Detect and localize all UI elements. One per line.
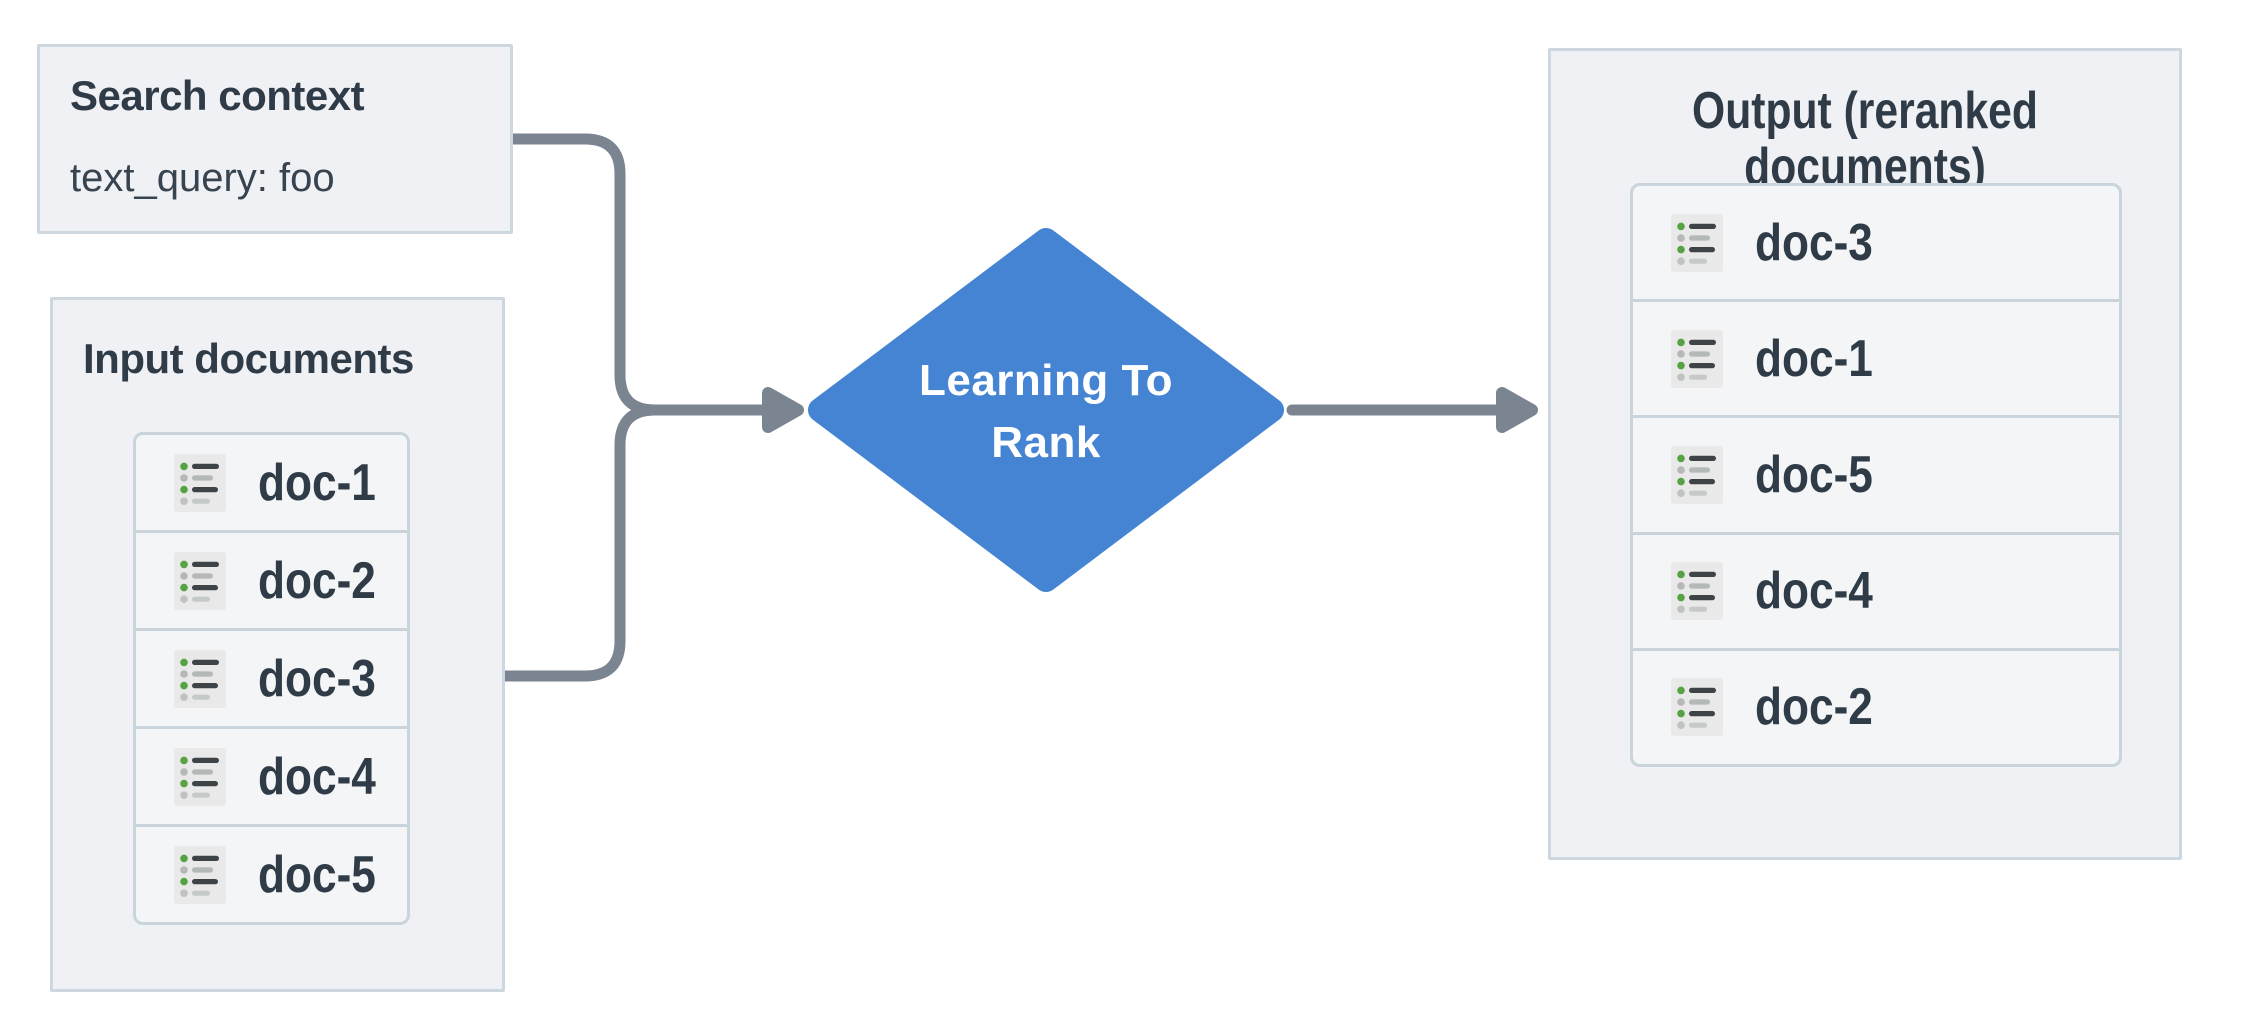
output-title: Output (reranked documents) <box>1551 83 2179 198</box>
edge-input-documents <box>499 404 661 682</box>
output-document-list: doc-3 doc-1 doc-5 doc-4 doc-2 <box>1630 183 2122 767</box>
output-box: Output (reranked documents) doc-3 doc-1 … <box>1548 48 2182 860</box>
doc-row: doc-5 <box>1633 415 2119 531</box>
input-documents-box: Input documents doc-1 doc-2 doc-3 doc-4 … <box>50 297 505 992</box>
document-list-icon <box>174 454 226 512</box>
text-query-value: text_query: foo <box>70 156 335 200</box>
doc-label: doc-5 <box>1755 446 1873 504</box>
doc-label: doc-2 <box>258 551 376 610</box>
doc-label: doc-4 <box>258 747 376 806</box>
input-documents-title: Input documents <box>83 335 414 382</box>
document-list-icon <box>1671 678 1723 736</box>
doc-row: doc-3 <box>136 628 407 726</box>
input-document-list: doc-1 doc-2 doc-3 doc-4 doc-5 <box>133 432 410 925</box>
doc-label: doc-5 <box>258 845 376 904</box>
doc-label: doc-1 <box>1755 329 1873 388</box>
doc-row: doc-1 <box>136 435 407 530</box>
document-list-icon <box>1671 214 1723 272</box>
output-title-text: Output (reranked documents) <box>1692 82 2038 196</box>
document-list-icon <box>1671 330 1723 388</box>
doc-label: doc-4 <box>1755 562 1873 621</box>
doc-label: doc-1 <box>258 453 376 512</box>
learning-to-rank-diamond <box>808 228 1284 592</box>
document-list-icon <box>174 650 226 708</box>
document-list-icon <box>174 748 226 806</box>
document-list-icon <box>174 552 226 610</box>
arrowhead-into-output-icon <box>1496 387 1538 433</box>
edge-search-context <box>507 133 661 416</box>
doc-row: doc-3 <box>1633 186 2119 299</box>
doc-label: doc-2 <box>1755 678 1873 737</box>
doc-label: doc-3 <box>258 649 376 708</box>
doc-row: doc-1 <box>1633 299 2119 415</box>
arrowhead-into-diamond-icon <box>762 387 804 433</box>
document-list-icon <box>1671 446 1723 504</box>
search-context-title: Search context <box>70 72 365 119</box>
doc-label: doc-3 <box>1755 213 1873 272</box>
doc-row: doc-4 <box>136 726 407 824</box>
doc-row: doc-2 <box>1633 647 2119 764</box>
document-list-icon <box>174 846 226 904</box>
doc-row: doc-5 <box>136 824 407 922</box>
doc-row: doc-4 <box>1633 531 2119 648</box>
search-context-box: Search context text_query: foo <box>37 44 513 234</box>
diamond-label-line-1: Learning To <box>918 356 1173 405</box>
diamond-label: Learning To Rank <box>846 350 1246 474</box>
diamond-label-line-2: Rank <box>991 418 1101 467</box>
doc-row: doc-2 <box>136 530 407 628</box>
document-list-icon <box>1671 562 1723 620</box>
